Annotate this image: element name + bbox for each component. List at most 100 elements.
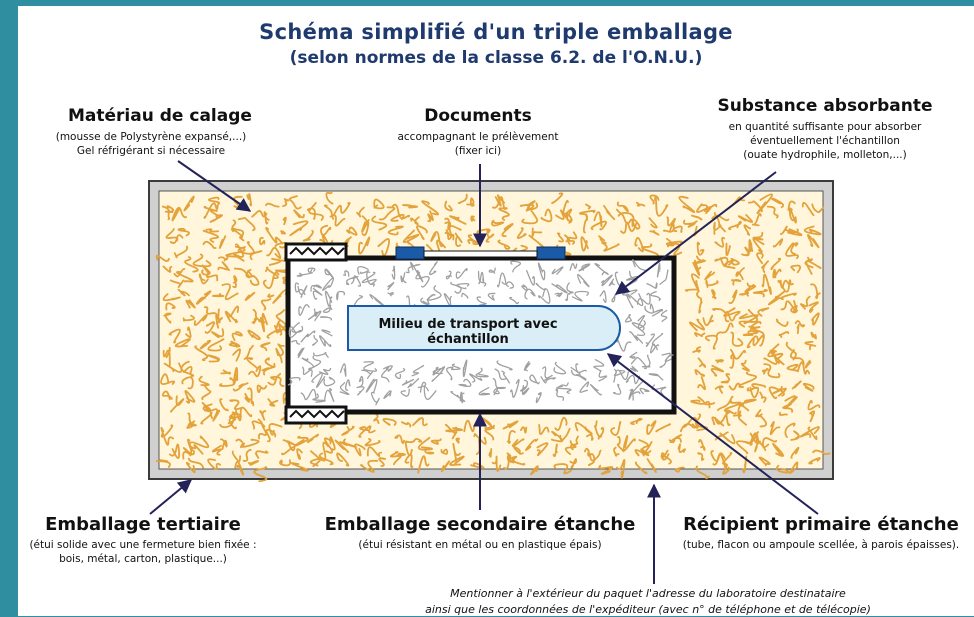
- squiggle-mark: [723, 259, 736, 270]
- squiggle-mark: [168, 443, 181, 459]
- squiggle-mark: [296, 448, 303, 460]
- squiggle-mark: [630, 417, 643, 426]
- squiggle-mark: [519, 426, 528, 434]
- diagram-title: Schéma simplifié d'un triple emballage: [259, 20, 733, 44]
- squiggle-mark: [628, 388, 634, 401]
- squiggle-mark: [181, 376, 194, 390]
- squiggle-mark: [738, 371, 757, 388]
- squiggle-mark: [789, 461, 799, 475]
- squiggle-mark: [174, 338, 191, 348]
- squiggle-mark: [679, 423, 698, 433]
- seal-zigzag-top: [289, 246, 345, 256]
- squiggle-mark: [650, 290, 661, 301]
- squiggle-mark: [469, 373, 483, 383]
- squiggle-mark: [725, 409, 737, 427]
- squiggle-mark: [313, 352, 329, 358]
- squiggle-mark: [281, 441, 296, 456]
- squiggle-mark: [730, 257, 740, 266]
- squiggle-mark: [231, 450, 242, 463]
- squiggle-mark: [497, 239, 511, 250]
- squiggle-mark: [343, 270, 350, 277]
- squiggle-mark: [710, 364, 725, 377]
- squiggle-mark: [440, 448, 449, 455]
- squiggle-mark: [756, 252, 764, 265]
- squiggle-mark: [553, 463, 572, 475]
- squiggle-mark: [767, 343, 784, 361]
- squiggle-mark: [810, 331, 817, 340]
- squiggle-mark: [569, 263, 578, 271]
- squiggle-mark: [775, 318, 789, 327]
- squiggle-mark: [312, 287, 323, 300]
- squiggle-mark: [740, 359, 750, 372]
- squiggle-mark: [307, 310, 322, 322]
- squiggle-mark: [311, 372, 326, 388]
- squiggle-mark: [221, 283, 239, 301]
- squiggle-mark: [309, 458, 322, 467]
- squiggle-mark: [391, 265, 396, 280]
- squiggle-mark: [245, 268, 253, 278]
- squiggle-mark: [520, 379, 529, 392]
- squiggle-mark: [423, 386, 437, 400]
- squiggle-mark: [678, 195, 696, 213]
- squiggle-mark: [494, 194, 506, 207]
- squiggle-mark: [729, 353, 735, 369]
- squiggle-mark: [234, 461, 245, 476]
- squiggle-mark: [358, 425, 376, 438]
- squiggle-mark: [262, 271, 280, 290]
- squiggle-mark: [336, 452, 350, 467]
- squiggle-mark: [476, 296, 487, 306]
- squiggle-mark: [488, 267, 496, 274]
- squiggle-mark: [282, 216, 287, 226]
- squiggle-mark: [171, 206, 188, 222]
- squiggle-mark: [287, 376, 301, 386]
- squiggle-mark: [224, 310, 238, 324]
- squiggle-mark: [502, 420, 519, 430]
- primaire-title: Récipient primaire étanche: [683, 514, 959, 535]
- squiggle-mark: [378, 457, 387, 467]
- documents-line1: accompagnant le prélèvement: [397, 131, 559, 143]
- squiggle-mark: [630, 365, 639, 372]
- squiggle-mark: [615, 208, 635, 220]
- squiggle-mark: [266, 327, 286, 339]
- squiggle-mark: [248, 365, 262, 378]
- squiggle-mark: [394, 368, 406, 380]
- squiggle-mark: [789, 349, 805, 366]
- squiggle-mark: [454, 232, 463, 247]
- squiggle-mark: [728, 382, 741, 391]
- squiggle-mark: [366, 271, 376, 287]
- squiggle-mark: [169, 279, 185, 288]
- squiggle-mark: [580, 236, 589, 252]
- squiggle-mark: [260, 298, 272, 311]
- squiggle-mark: [357, 265, 369, 275]
- squiggle-mark: [426, 285, 442, 301]
- squiggle-mark: [516, 227, 527, 240]
- squiggle-mark: [735, 267, 745, 281]
- squiggle-mark: [211, 408, 221, 422]
- squiggle-mark: [265, 428, 277, 443]
- squiggle-mark: [377, 238, 391, 257]
- squiggle-mark: [277, 343, 285, 357]
- squiggle-mark: [329, 436, 336, 451]
- squiggle-mark: [510, 379, 520, 398]
- squiggle-mark: [219, 398, 229, 412]
- squiggle-mark: [503, 454, 515, 470]
- squiggle-mark: [645, 333, 655, 348]
- arrow-calage: [177, 160, 252, 212]
- squiggle-mark: [458, 378, 472, 388]
- squiggle-mark: [730, 331, 744, 347]
- squiggle-mark: [264, 266, 279, 280]
- squiggle-mark: [603, 204, 616, 220]
- squiggle-mark: [791, 380, 802, 390]
- squiggle-mark: [350, 275, 362, 287]
- squiggle-mark: [411, 364, 425, 377]
- squiggle-mark: [247, 460, 259, 466]
- diagram-paper: Schéma simplifié d'un triple emballage (…: [18, 6, 974, 616]
- squiggle-mark: [430, 230, 444, 248]
- squiggle-mark: [564, 234, 576, 245]
- squiggle-mark: [697, 452, 705, 461]
- squiggle-mark: [720, 373, 731, 384]
- squiggle-mark: [637, 314, 646, 329]
- squiggle-mark: [293, 435, 309, 447]
- squiggle-mark: [632, 218, 641, 230]
- primaire-line1: (tube, flacon ou ampoule scellée, à paro…: [682, 539, 960, 551]
